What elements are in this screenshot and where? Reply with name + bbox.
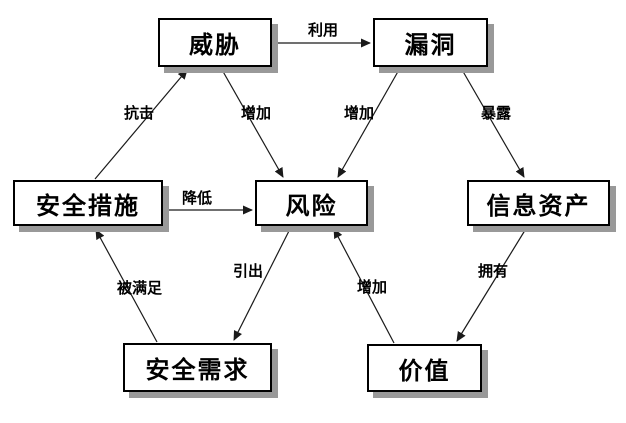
edge-label-expose: 暴露 [481, 104, 512, 122]
edge-vuln-increase-line [337, 67, 401, 178]
edge-label-reduce: 降低 [182, 189, 213, 207]
edge-value-increase-line [333, 228, 395, 344]
node-security-measures: 安全措施 [13, 180, 163, 226]
node-security-requirements: 安全需求 [123, 343, 272, 392]
edge-satisfied-line [95, 229, 158, 343]
edge-resist-line [94, 69, 188, 180]
edge-label-vuln-increase: 增加 [344, 104, 375, 122]
node-vulnerability: 漏洞 [373, 18, 488, 67]
edge-label-threat-increase: 增加 [241, 104, 272, 122]
node-value: 价值 [367, 344, 482, 392]
edge-label-resist: 抗击 [124, 104, 155, 122]
edge-label-value-increase: 增加 [357, 278, 388, 296]
edge-label-satisfied: 被满足 [117, 279, 163, 297]
edge-label-induce: 引出 [233, 262, 264, 280]
node-threat: 威胁 [158, 18, 272, 67]
node-information-assets: 信息资产 [467, 180, 610, 226]
edge-expose-line [460, 67, 525, 178]
edge-label-exploit: 利用 [308, 21, 339, 39]
edge-threat-increase-line [220, 67, 284, 178]
edge-own-line [456, 226, 528, 342]
edge-label-own: 拥有 [478, 262, 509, 280]
node-risk: 风险 [255, 180, 368, 226]
edge-induce-line [233, 226, 292, 341]
